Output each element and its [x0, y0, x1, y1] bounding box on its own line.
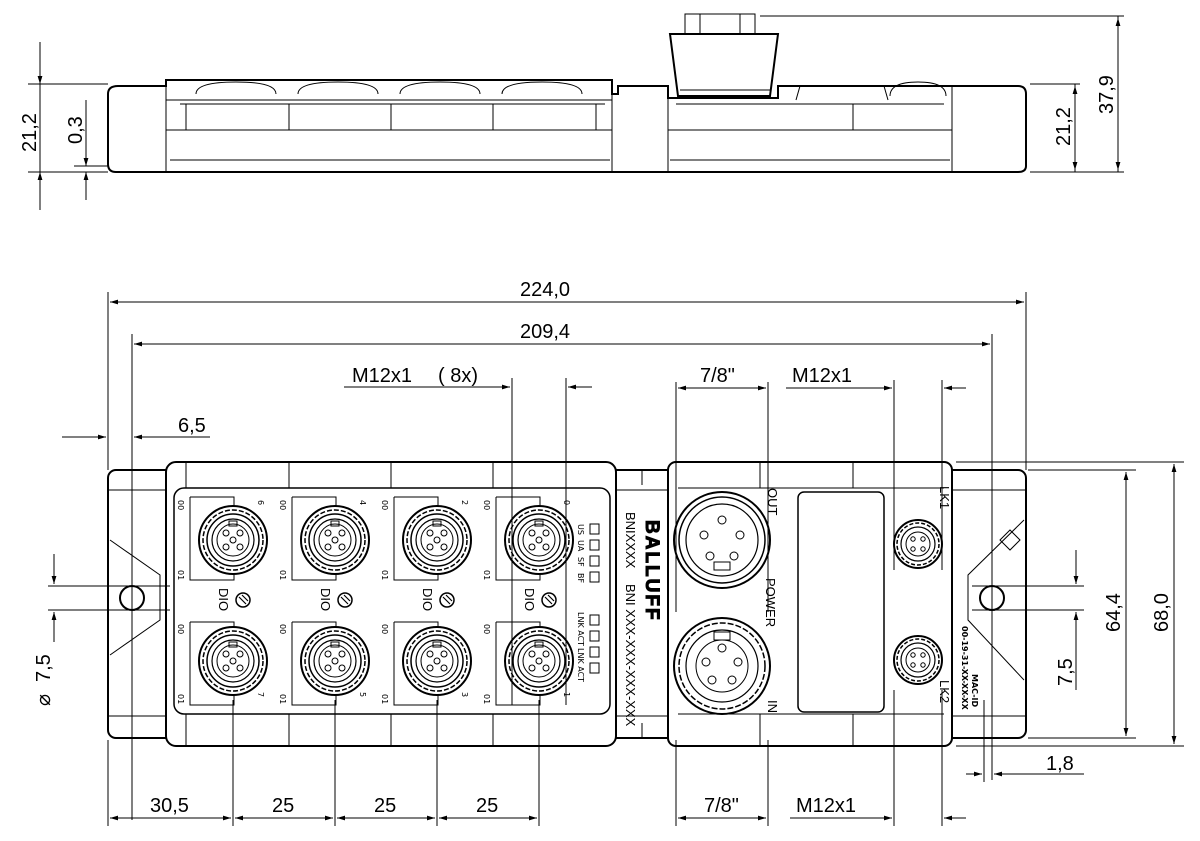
port-number-4: 4 — [358, 500, 367, 505]
port-function-label: DIO — [522, 588, 537, 611]
port-connector-1 — [504, 626, 574, 696]
dim-hole-diameter: 7,5 — [33, 654, 55, 682]
dim-m12-right-bottom: M12x1 — [796, 795, 856, 817]
port-connector-6 — [198, 505, 268, 575]
pin-00-label: 00 — [380, 624, 389, 634]
dim-overall-length: 224,0 — [520, 279, 570, 301]
led-sf-label: SF — [576, 557, 585, 567]
lk2-label: LK2 — [937, 680, 952, 703]
port-number-7: 7 — [256, 692, 265, 697]
port-connector-0 — [504, 505, 574, 575]
side-view — [28, 13, 1124, 210]
port-connector-4 — [300, 505, 370, 575]
mac-label: MAC-ID — [970, 674, 979, 708]
pin-00-label: 00 — [482, 500, 491, 510]
model-long-label: BNI XXX-XXX-XXX-XXX — [623, 584, 638, 727]
dim-side-height-left: 21,2 — [19, 113, 41, 152]
out-label: OUT — [765, 488, 780, 516]
dim-pitch-2: 25 — [374, 795, 396, 817]
led-lnk2-label: LNK ACT — [576, 648, 585, 682]
dim-hole-spacing: 209,4 — [520, 321, 570, 343]
dim-m12-count: ( 8x) — [438, 365, 478, 387]
port-connector-2 — [402, 505, 472, 575]
port-number-2: 2 — [460, 500, 469, 505]
led-lnk1-label: LNK ACT — [576, 612, 585, 646]
dim-pitch-1: 25 — [272, 795, 294, 817]
port-number-3: 3 — [460, 692, 469, 697]
dim-m12-right-top: M12x1 — [792, 365, 852, 387]
port-connector-lk1 — [893, 519, 943, 569]
port-function-label: DIO — [318, 588, 333, 611]
port-number-5: 5 — [358, 692, 367, 697]
pin-01-label: 01 — [278, 570, 287, 580]
dim-inner-height: 64,4 — [1103, 593, 1125, 632]
lk1-label: LK1 — [937, 486, 952, 509]
pin-01-label: 01 — [380, 694, 389, 704]
port-connector-lk2 — [893, 635, 943, 685]
dim-total-height: 37,9 — [1096, 75, 1118, 114]
model-short-label: BNIXXXX — [623, 512, 638, 569]
pin-01-label: 01 — [482, 694, 491, 704]
port-function-label: DIO — [420, 588, 435, 611]
mac-value: 00-19-31-XX-XX-XX — [960, 626, 969, 711]
pin-00-label: 00 — [380, 500, 389, 510]
pin-01-label: 01 — [278, 694, 287, 704]
dim-pitch-3: 25 — [476, 795, 498, 817]
led-bf-label: BF — [576, 573, 585, 583]
pin-01-label: 01 — [176, 570, 185, 580]
dim-overall-height: 68,0 — [1151, 593, 1173, 632]
brand-logo: BALLUFF — [641, 520, 662, 622]
pin-00-label: 00 — [176, 624, 185, 634]
dim-first-port: 30,5 — [150, 795, 189, 817]
pin-01-label: 01 — [482, 570, 491, 580]
pin-00-label: 00 — [278, 624, 287, 634]
led-ua-label: UA — [576, 540, 585, 552]
pin-00-label: 00 — [278, 500, 287, 510]
pin-00-label: 00 — [176, 500, 185, 510]
port-number-6: 6 — [256, 500, 265, 505]
port-function-label: DIO — [216, 588, 231, 611]
pin-01-label: 01 — [176, 694, 185, 704]
dim-power-conn-top: 7/8" — [700, 365, 735, 387]
dim-side-offset: 0,3 — [65, 116, 87, 144]
dim-hole-height: 7,5 — [1055, 658, 1077, 686]
port-connector-5 — [300, 626, 370, 696]
dim-edge-offset: 6,5 — [178, 415, 206, 437]
in-label: IN — [765, 700, 780, 713]
led-us-label: US — [576, 524, 585, 535]
dim-side-height-right: 21,2 — [1053, 107, 1075, 146]
dim-flange-offset: 1,8 — [1046, 753, 1074, 775]
power-label: POWER — [763, 578, 778, 627]
pin-01-label: 01 — [380, 570, 389, 580]
port-connector-3 — [402, 626, 472, 696]
dim-power-conn-bottom: 7/8" — [704, 795, 739, 817]
port-connector-7 — [198, 626, 268, 696]
dimension-lines — [48, 292, 1184, 826]
dim-m12-group: M12x1 — [352, 365, 412, 387]
pin-00-label: 00 — [482, 624, 491, 634]
diameter-symbol: ⌀ — [33, 694, 55, 706]
